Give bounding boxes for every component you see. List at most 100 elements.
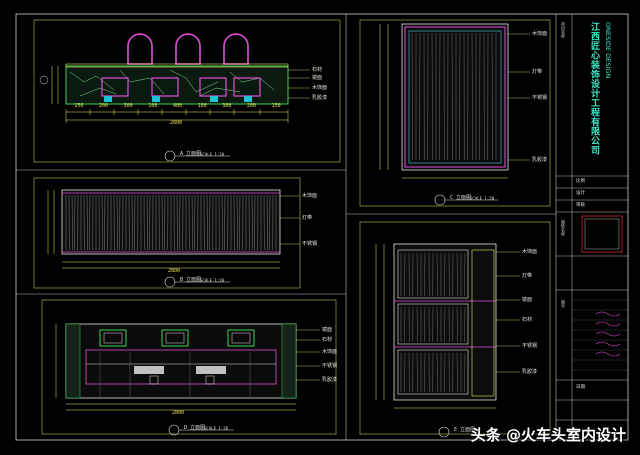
wood-grain-line	[456, 306, 458, 343]
annotation-c2: 灯带	[532, 69, 543, 75]
wood-grain-line	[146, 194, 148, 251]
wood-grain-line	[149, 194, 151, 251]
wood-grain-line	[456, 252, 458, 297]
wood-grain-line	[416, 352, 418, 393]
dimension-label: 300	[123, 103, 133, 109]
wood-grain-line	[86, 194, 88, 251]
wood-grain-line	[206, 194, 208, 251]
wood-grain-line	[444, 252, 446, 297]
wood-grain-line	[224, 194, 226, 251]
wood-grain-line	[404, 306, 406, 343]
wood-grain-line	[404, 352, 406, 393]
annotation-a3: 木饰面	[312, 85, 328, 91]
project-label: 项目名称	[561, 22, 566, 38]
wood-grain-line	[479, 32, 481, 161]
elevation-c[interactable]	[359, 19, 551, 207]
wood-grain-line	[404, 252, 406, 297]
wood-grain-line	[251, 194, 253, 251]
wood-grain-line	[436, 352, 438, 393]
wood-grain-line	[459, 32, 461, 161]
wood-grain-line	[456, 352, 458, 393]
date-field-label: 日期	[576, 385, 585, 390]
scale-field-label: 比例	[576, 179, 585, 184]
elevation-d[interactable]	[41, 299, 337, 436]
wood-grain-line	[266, 194, 268, 251]
annotation-e5: 不锈钢	[522, 343, 538, 349]
wood-grain-line	[451, 32, 453, 161]
designer-field-label: 设计	[576, 191, 585, 196]
wood-grain-line	[464, 352, 466, 393]
scale-label-c: SCALE 1:20	[470, 196, 495, 201]
wood-grain-line	[464, 252, 466, 297]
annotation-e4: 石材	[522, 317, 533, 323]
wood-grain-line	[191, 194, 193, 251]
annotation-a1: 石材	[312, 67, 323, 73]
annotation-d2: 石材	[322, 337, 333, 343]
annotation-a4: 乳胶漆	[312, 95, 328, 101]
wood-grain-line	[101, 194, 103, 251]
view-label-a: A 立面图	[180, 151, 202, 157]
wood-grain-line	[194, 194, 196, 251]
wood-grain-line	[179, 194, 181, 251]
dimension-label: 100	[148, 103, 158, 109]
company-name-cn: 江西匠心装饰设计工程有限公司	[589, 22, 599, 155]
wood-grain-line	[424, 252, 426, 297]
annotation-b3: 不锈钢	[302, 241, 318, 247]
drawing-no-label: 图号	[561, 300, 566, 308]
wood-grain-line	[71, 194, 73, 251]
wood-grain-line	[239, 194, 241, 251]
wood-grain-line	[416, 252, 418, 297]
wood-grain-line	[221, 194, 223, 251]
wood-grain-line	[419, 32, 421, 161]
wood-grain-line	[131, 194, 133, 251]
drawing-label: 图纸名称	[561, 220, 566, 236]
annotation-d3: 木饰面	[322, 349, 338, 355]
company-name-en: ONESIDE DESIGN	[604, 22, 612, 79]
elevation-e[interactable]	[359, 221, 551, 438]
wood-grain-line	[269, 194, 271, 251]
annotation-d1: 镜面	[322, 327, 333, 333]
wood-grain-line	[471, 32, 473, 161]
wood-grain-line	[411, 32, 413, 161]
annotation-e2: 灯带	[522, 273, 533, 279]
dimension-label: 100	[197, 103, 207, 109]
view-label-e: E 立面图	[454, 427, 476, 433]
wood-grain-line	[444, 352, 446, 393]
watermark-text: 头条 @火车头室内设计	[470, 426, 626, 444]
elevation-a[interactable]	[33, 19, 341, 163]
annotation-e6: 乳胶漆	[522, 369, 538, 375]
wood-grain-line	[164, 194, 166, 251]
wood-grain-line	[464, 306, 466, 343]
scale-label-a: SCALE 1:20	[200, 152, 225, 157]
wood-grain-line	[134, 194, 136, 251]
wood-grain-line	[74, 194, 76, 251]
wood-grain-line	[436, 306, 438, 343]
wood-grain-line	[89, 194, 91, 251]
wood-grain-line	[439, 32, 441, 161]
dimension-label: 200	[247, 103, 257, 109]
elevation-b[interactable]	[33, 177, 301, 289]
annotation-e3: 镜面	[522, 297, 533, 303]
dimension-label: 200	[99, 103, 109, 109]
wood-grain-line	[236, 194, 238, 251]
wood-grain-line	[491, 32, 493, 161]
dimension-total-b: 2800	[168, 268, 181, 274]
annotation-b2: 灯带	[302, 215, 313, 221]
scale-label-d: SCALE 1:20	[204, 426, 229, 431]
wood-grain-line	[436, 252, 438, 297]
annotation-e1: 木饰面	[522, 249, 538, 255]
scale-label-b: SCALE 1:20	[200, 278, 225, 283]
annotation-d4: 不锈钢	[322, 363, 338, 369]
sheet-border	[15, 13, 629, 441]
view-label-d: D 立面图	[184, 425, 206, 431]
annotation-c1: 木饰面	[532, 31, 548, 37]
title-block	[556, 14, 628, 440]
dimension-total: 2800	[170, 120, 183, 126]
view-label-c: C 立面图	[450, 195, 472, 201]
dimension-label: 400	[173, 103, 183, 109]
dimension-total-d: 2800	[172, 410, 185, 416]
wood-grain-line	[416, 306, 418, 343]
wood-grain-line	[254, 194, 256, 251]
wood-grain-line	[116, 194, 118, 251]
